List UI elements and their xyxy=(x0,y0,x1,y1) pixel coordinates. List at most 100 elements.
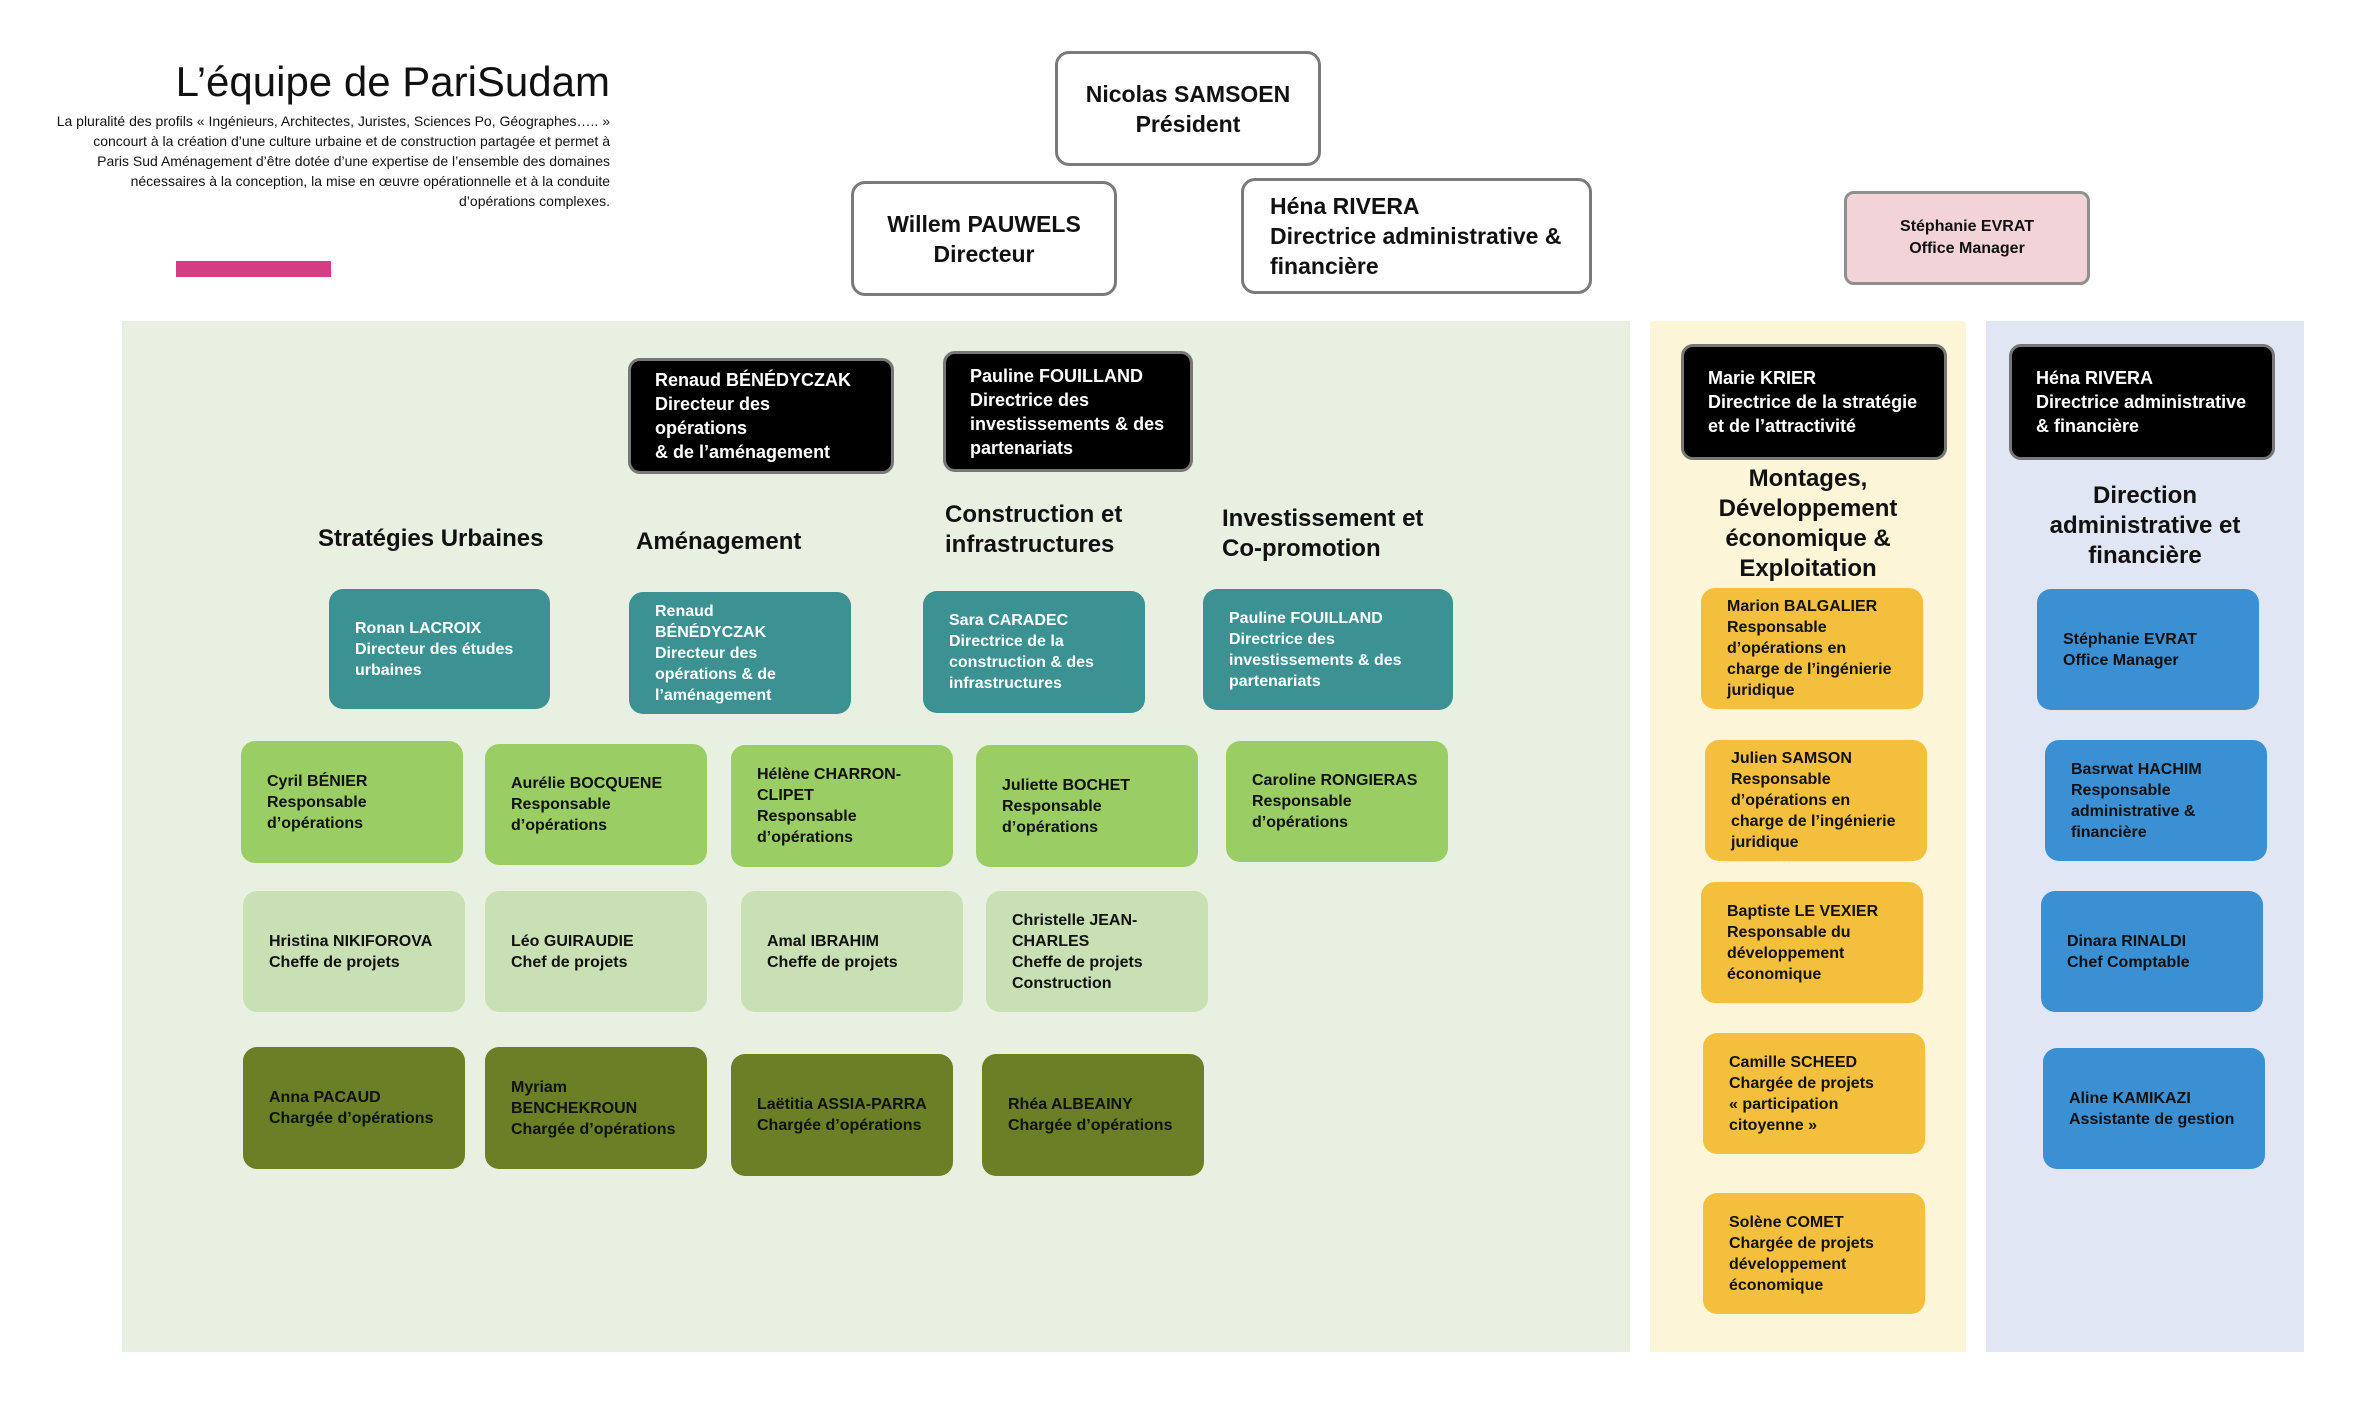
card-line: Aurélie BOCQUENE xyxy=(511,775,663,792)
card-line: Chargée d’opérations xyxy=(269,1110,434,1127)
card-line: Responsable xyxy=(1727,619,1827,636)
card-line: Directrice des xyxy=(1229,630,1335,648)
card-line: Responsable xyxy=(2071,781,2171,799)
card-line: développement xyxy=(1729,1255,1847,1273)
title-line: Aménagement xyxy=(636,528,802,555)
manager-card: Juliette BOCHET Responsable d’opérations xyxy=(976,745,1198,867)
manager-card: Aurélie BOCQUENE Responsable d’opération… xyxy=(485,744,707,865)
intro-line: Paris Sud Aménagement d’être dotée d’une… xyxy=(97,153,610,169)
title-line: Construction et xyxy=(945,501,1123,528)
box-line: Directrice des xyxy=(970,389,1090,410)
lead-card: Renaud BÉNÉDYCZAK Directeur des opératio… xyxy=(629,592,851,714)
box-line: Willem PAUWELS xyxy=(887,210,1081,237)
card-line: opérations & de xyxy=(655,665,776,683)
title-line: Stratégies Urbaines xyxy=(318,525,544,552)
card-line: Responsable du xyxy=(1727,923,1851,941)
card-line: Hélène CHARRON- xyxy=(757,766,902,783)
card-line: juridique xyxy=(1727,682,1795,699)
director-box: Willem PAUWELS Directeur xyxy=(851,181,1117,296)
card-line: l’aménagement xyxy=(655,686,772,704)
box-line: Directrice de la stratégie xyxy=(1708,392,1918,412)
column-title-development: Aménagement xyxy=(636,527,801,557)
admin-director-box: Héna RIVERA Directrice administrative & … xyxy=(1241,178,1592,294)
box-line: Pauline FOUILLAND xyxy=(970,365,1144,386)
card-line: « participation xyxy=(1729,1095,1839,1113)
card-line: Marion BALGALIER xyxy=(1727,598,1878,615)
card-line: d’opérations en xyxy=(1727,640,1847,657)
card-line: d’opérations xyxy=(757,829,854,846)
staff-card: Julien SAMSON Responsable d’opérations e… xyxy=(1705,740,1927,861)
column-title-urban-strategies: Stratégies Urbaines xyxy=(318,524,543,554)
staff-card: Basrwat HACHIM Responsable administrativ… xyxy=(2045,740,2267,861)
card-line: Directeur des études xyxy=(355,640,514,658)
card-line: Baptiste LE VEXIER xyxy=(1727,902,1879,920)
head-strategy-box: Marie KRIER Directrice de la stratégie e… xyxy=(1681,344,1947,460)
box-line: Héna RIVERA xyxy=(2036,368,2154,388)
card-line: Renaud BÉNÉDYCZAK xyxy=(655,602,767,641)
card-line: Chef Comptable xyxy=(2067,953,2190,971)
card-line: partenariats xyxy=(1229,672,1321,690)
intro-text: La pluralité des profils « Ingénieurs, A… xyxy=(10,111,610,211)
manager-card: Caroline RONGIERAS Responsable d’opérati… xyxy=(1226,741,1448,862)
card-line: infrastructures xyxy=(949,675,1062,692)
title-line: financière xyxy=(2088,542,2202,569)
card-line: Amal IBRAHIM xyxy=(767,932,880,950)
card-line: Camille SCHEED xyxy=(1729,1053,1858,1071)
title-line: économique & xyxy=(1725,525,1891,552)
head-admin-box: Héna RIVERA Directrice administrative & … xyxy=(2009,344,2275,460)
card-line: citoyenne » xyxy=(1729,1116,1818,1134)
lead-card: Ronan LACROIX Directeur des études urbai… xyxy=(329,589,550,709)
card-line: BENCHEKROUN xyxy=(511,1099,638,1117)
officer-card: Myriam BENCHEKROUN Chargée d’opérations xyxy=(485,1047,707,1169)
strategy-section-title: Montages, Développement économique & Exp… xyxy=(1660,464,1956,584)
card-line: Chargée de projets xyxy=(1729,1074,1874,1092)
manager-card: Cyril BÉNIER Responsable d’opérations xyxy=(241,741,463,863)
card-line: Cheffe de projets xyxy=(767,953,898,971)
box-line: Directrice administrative & xyxy=(1270,223,1562,249)
box-line: Directeur des opérations xyxy=(655,394,771,438)
card-line: d’opérations xyxy=(1002,818,1099,836)
card-line: Dinara RINALDI xyxy=(2067,932,2187,950)
box-line: Office Manager xyxy=(1909,240,2025,257)
card-line: Responsable xyxy=(1002,797,1102,815)
column-title-construction: Construction et infrastructures xyxy=(945,500,1122,560)
head-operations-box: Renaud BÉNÉDYCZAK Directeur des opératio… xyxy=(628,358,894,474)
intro-line: concourt à la création d’une culture urb… xyxy=(93,133,610,149)
card-line: Basrwat HACHIM xyxy=(2071,760,2202,778)
officer-card: Anna PACAUD Chargée d’opérations xyxy=(243,1047,465,1169)
project-card: Christelle JEAN- CHARLES Cheffe de proje… xyxy=(986,891,1208,1012)
card-line: Laëtitia ASSIA-PARRA xyxy=(757,1096,927,1113)
title-line: Co-promotion xyxy=(1222,535,1381,562)
accent-bar xyxy=(176,261,331,277)
card-line: financière xyxy=(2071,823,2147,841)
title-line: Montages, xyxy=(1748,465,1868,492)
title-line: Direction xyxy=(2092,482,2197,509)
title-line: Investissement et xyxy=(1222,505,1424,532)
officer-card: Rhéa ALBEAINY Chargée d’opérations xyxy=(982,1054,1204,1176)
box-line: Stéphanie EVRAT xyxy=(1900,218,2034,235)
card-line: économique xyxy=(1727,965,1822,983)
president-box: Nicolas SAMSOEN Président xyxy=(1055,51,1321,166)
card-line: Anna PACAUD xyxy=(269,1089,381,1106)
card-line: Responsable xyxy=(757,808,857,825)
card-line: investissements & des xyxy=(1229,651,1402,669)
staff-card: Baptiste LE VEXIER Responsable du dévelo… xyxy=(1701,882,1923,1003)
box-line: Directrice administrative xyxy=(2036,392,2247,412)
card-line: d’opérations xyxy=(1252,814,1349,831)
card-line: Responsable xyxy=(1252,793,1352,810)
office-manager-box: Stéphanie EVRAT Office Manager xyxy=(1844,191,2090,285)
box-line: Président xyxy=(1135,110,1241,137)
title-line: Développement xyxy=(1718,495,1898,522)
title-line: Exploitation xyxy=(1739,555,1877,582)
lead-card: Pauline FOUILLAND Directrice des investi… xyxy=(1203,589,1453,710)
card-line: Cyril BÉNIER xyxy=(267,772,368,790)
card-line: Christelle JEAN- xyxy=(1012,911,1138,929)
card-line: Cheffe de projets xyxy=(1012,953,1143,971)
card-line: d’opérations xyxy=(267,814,364,832)
box-line: partenariats xyxy=(970,437,1074,458)
card-line: d’opérations en xyxy=(1731,792,1851,809)
intro-line: nécessaires à la conception, la mise en … xyxy=(130,173,610,189)
staff-card: Solène COMET Chargée de projets développ… xyxy=(1703,1193,1925,1314)
card-line: charge de l’ingénierie xyxy=(1731,813,1896,830)
card-line: Caroline RONGIERAS xyxy=(1252,772,1418,789)
